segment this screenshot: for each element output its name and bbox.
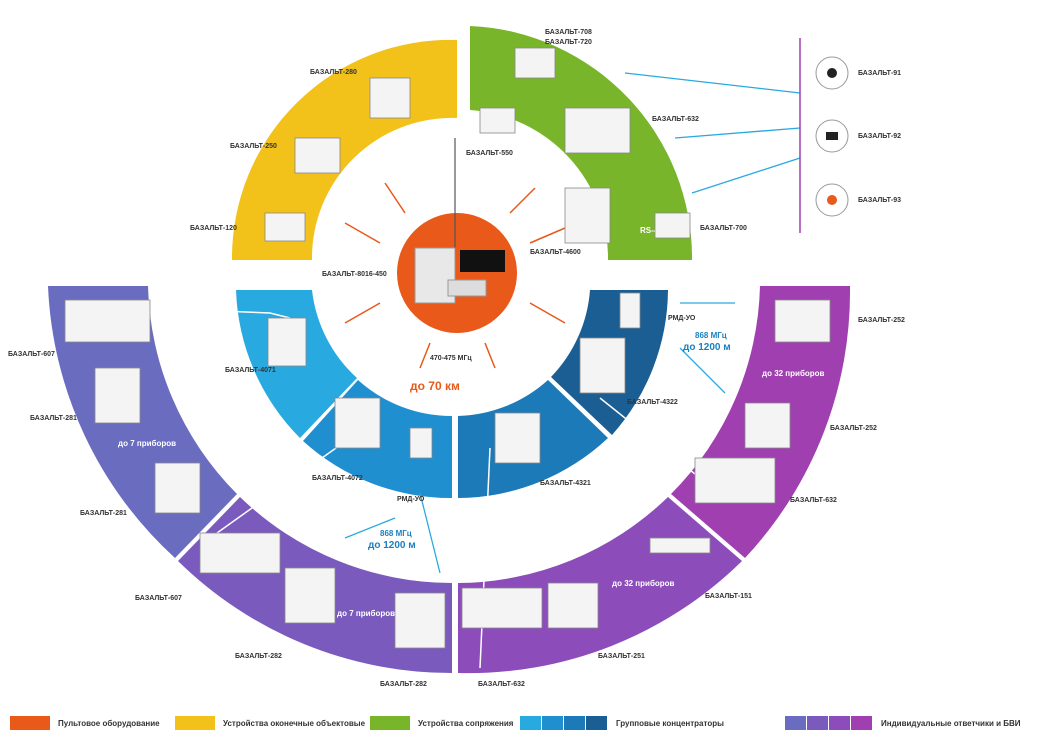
label-count-bottom-right: до 32 приборов xyxy=(612,579,675,588)
rs485-lines xyxy=(99,305,701,669)
rs485-label-1: RS-485 xyxy=(180,303,208,312)
label-bazalt-281-b: БАЗАЛЬТ-281 xyxy=(80,510,127,517)
device-box xyxy=(774,299,831,343)
radio-links xyxy=(344,182,566,369)
label-center-range: до 70 км xyxy=(410,379,460,393)
label-count-right: до 32 приборов xyxy=(762,369,825,378)
device-box xyxy=(514,47,556,79)
device-box xyxy=(654,212,691,239)
device-box xyxy=(369,77,411,119)
legend-label: Устройства сопряжения xyxy=(418,718,514,728)
label-bazalt-252-a: БАЗАЛЬТ-252 xyxy=(858,317,905,324)
device-box xyxy=(649,537,711,554)
legend-label: Групповые концентраторы xyxy=(616,718,724,728)
label-bazalt-120: БАЗАЛЬТ-120 xyxy=(190,225,237,232)
label-range-bottom: до 1200 м xyxy=(368,540,416,551)
legend-item-terminal: Устройства оконечные объектовые xyxy=(175,716,365,730)
device-box xyxy=(461,587,543,629)
device-box xyxy=(744,402,791,449)
device-box xyxy=(294,137,341,174)
label-bazalt-282-a: БАЗАЛЬТ-282 xyxy=(235,653,282,660)
panic-button-icon xyxy=(827,195,837,205)
label-bazalt-4072: БАЗАЛЬТ-4072 xyxy=(312,475,363,482)
label-bazalt-4322: БАЗАЛЬТ-4322 xyxy=(627,399,678,406)
label-bazalt-151: БАЗАЛЬТ-151 xyxy=(705,593,752,600)
rs485-label-4: RS-485 xyxy=(640,226,668,235)
device-box xyxy=(264,212,306,242)
device-box xyxy=(409,427,433,459)
label-bazalt-92: БАЗАЛЬТ-92 xyxy=(858,133,901,140)
label-rmd-uo-right: РМД-УО xyxy=(668,315,696,322)
device-box xyxy=(694,457,776,504)
label-bazalt-720: БАЗАЛЬТ-720 xyxy=(545,39,592,46)
monitor-icon xyxy=(460,250,505,272)
device-box xyxy=(199,532,281,574)
ring-responders-bottom-right xyxy=(458,497,742,674)
device-box xyxy=(564,187,611,244)
label-bazalt-550: БАЗАЛЬТ-550 xyxy=(466,150,513,157)
legend-item-concentrators: Групповые концентраторы xyxy=(520,716,724,730)
label-count-bottom-left: до 7 приборов xyxy=(337,609,395,618)
keyfob-icon xyxy=(826,132,838,140)
label-center-device: БАЗАЛЬТ-8016-450 xyxy=(322,271,387,278)
legend-swatch xyxy=(785,716,873,730)
label-freq-bottom: 868 МГц xyxy=(380,529,412,538)
label-bazalt-252-b: БАЗАЛЬТ-252 xyxy=(830,425,877,432)
remote-links xyxy=(344,72,801,574)
device-boxes xyxy=(64,47,831,649)
label-bazalt-607-left: БАЗАЛЬТ-607 xyxy=(8,351,55,358)
device-box xyxy=(394,592,446,649)
device-box xyxy=(64,299,151,343)
label-count-left: до 7 приборов xyxy=(118,439,176,448)
label-bazalt-4600: БАЗАЛЬТ-4600 xyxy=(530,249,581,256)
label-range-right: до 1200 м xyxy=(683,342,731,353)
device-box xyxy=(564,107,631,154)
label-bazalt-281-a: БАЗАЛЬТ-281 xyxy=(30,415,77,422)
label-bazalt-251: БАЗАЛЬТ-251 xyxy=(598,653,645,660)
legend-label: Индивидуальные ответчики и БВИ xyxy=(881,718,1021,728)
device-box xyxy=(154,462,201,514)
label-bazalt-280: БАЗАЛЬТ-280 xyxy=(310,69,357,76)
label-bazalt-93: БАЗАЛЬТ-93 xyxy=(858,197,901,204)
legend-swatch xyxy=(520,716,608,730)
label-bazalt-607-bottom: БАЗАЛЬТ-607 xyxy=(135,595,182,602)
label-bazalt-250: БАЗАЛЬТ-250 xyxy=(230,143,277,150)
label-bazalt-282-b: БАЗАЛЬТ-282 xyxy=(380,681,427,688)
legend-label: Пультовое оборудование xyxy=(58,718,160,728)
device-box xyxy=(94,367,141,424)
label-bazalt-91: БАЗАЛЬТ-91 xyxy=(858,70,901,77)
label-bazalt-708: БАЗАЛЬТ-708 xyxy=(545,29,592,36)
rs485-label-3: RS-485 xyxy=(475,530,484,558)
label-bazalt-632-right: БАЗАЛЬТ-632 xyxy=(790,497,837,504)
label-bazalt-700: БАЗАЛЬТ-700 xyxy=(700,225,747,232)
legend-swatch xyxy=(370,716,410,730)
device-box xyxy=(579,337,626,394)
legend-label: Устройства оконечные объектовые xyxy=(223,718,366,728)
device-box xyxy=(267,317,307,367)
device-box xyxy=(547,582,599,629)
label-center-freq: 470-475 МГц xyxy=(430,355,472,362)
label-bazalt-632-green: БАЗАЛЬТ-632 xyxy=(652,116,699,123)
keyboard-icon xyxy=(447,279,487,297)
label-bazalt-4321: БАЗАЛЬТ-4321 xyxy=(540,480,591,487)
legend-item-interface: Устройства сопряжения xyxy=(370,716,513,730)
device-box xyxy=(494,412,541,464)
label-bazalt-632-bottom: БАЗАЛЬТ-632 xyxy=(478,681,525,688)
label-rmd-uo-bottom: РМД-УО xyxy=(397,496,425,503)
device-box xyxy=(619,292,641,329)
device-box xyxy=(284,567,336,624)
legend: Пультовое оборудование Устройства оконеч… xyxy=(0,706,1046,736)
label-freq-right: 868 МГц xyxy=(695,331,727,340)
label-bazalt-4071: БАЗАЛЬТ-4071 xyxy=(225,367,276,374)
keyfob-icon xyxy=(827,68,837,78)
legend-item-responders: Индивидуальные ответчики и БВИ xyxy=(785,716,1021,730)
legend-item-console: Пультовое оборудование xyxy=(10,716,160,730)
device-box xyxy=(334,397,381,449)
legend-swatch xyxy=(10,716,50,730)
device-box xyxy=(479,107,516,134)
legend-swatch xyxy=(175,716,215,730)
